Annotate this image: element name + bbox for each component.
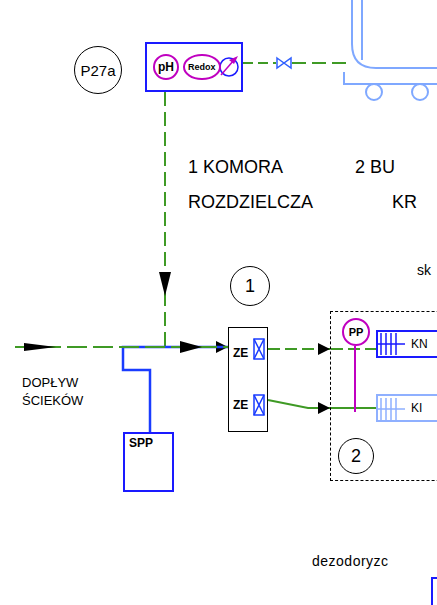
dashed-pipe (292, 62, 350, 64)
instrument-tag: P27a (74, 46, 122, 94)
analyser-symbol (220, 56, 238, 76)
section-note: dezodoryzc (312, 553, 389, 569)
pipe (331, 407, 376, 409)
node-text: pH (153, 54, 179, 80)
node-text: KI (411, 401, 422, 415)
gate-valves (254, 339, 264, 415)
node-text: 2 (338, 438, 374, 474)
machine-ribs (376, 333, 405, 355)
flow-arrowhead (180, 341, 202, 353)
dashed-pipe (243, 62, 276, 64)
valve-symbol (277, 58, 291, 68)
analyser-arrowhead (229, 56, 238, 64)
chamber-region: 2 PP KN KI (330, 311, 437, 481)
machine-box: KN (376, 330, 437, 358)
section-title: KR (392, 185, 417, 220)
node-text: ZE (233, 398, 267, 412)
node-text: ZE (233, 346, 267, 360)
tank-chassis (344, 72, 437, 84)
gate-valve (254, 395, 264, 415)
sample-line (243, 58, 350, 68)
edge-equipment (432, 578, 437, 605)
flow-arrowhead (24, 343, 56, 351)
tank-wheel (366, 84, 382, 100)
inflow-pipe (15, 272, 228, 353)
node-text: Redox (183, 54, 221, 80)
signal-line (354, 346, 356, 412)
dashed-pipe (331, 348, 376, 350)
pipe-connector (123, 347, 228, 432)
flow-label: DOPŁYW ŚCIEKÓW (22, 374, 102, 410)
pump-station-box: SPP (123, 432, 174, 492)
pipe-connector (268, 400, 330, 408)
node-text: SPP (129, 436, 168, 450)
tank-body (352, 0, 437, 68)
tank-cap (361, 0, 363, 60)
pipe-connector (268, 348, 330, 350)
pressure-instrument: PP (342, 318, 370, 346)
distribution-chamber-box: ZE ZE (228, 327, 268, 432)
machine-ribs (376, 398, 405, 420)
section-note: sk (417, 262, 431, 278)
analyser-box: pHRedox (145, 42, 243, 92)
node-text: P27a (80, 62, 115, 79)
tank-truck (344, 0, 437, 100)
machine-details (376, 333, 405, 420)
callout-number: 1 (230, 266, 270, 306)
gate-valve (254, 339, 264, 359)
pipe-connector (165, 92, 228, 347)
gate-valve-cross (254, 339, 264, 359)
gate-valve-cross (254, 395, 264, 415)
tank-wheel (412, 84, 428, 100)
machine-box: KI (376, 394, 437, 422)
node-text: PP (349, 326, 364, 338)
chamber-pipes (331, 346, 376, 412)
flow-arrowhead (159, 272, 171, 296)
section-title: 1 KOMORA ROZDZIELCZA (188, 150, 328, 220)
node-text: KN (411, 337, 428, 351)
section-title: 2 BU (355, 150, 395, 185)
